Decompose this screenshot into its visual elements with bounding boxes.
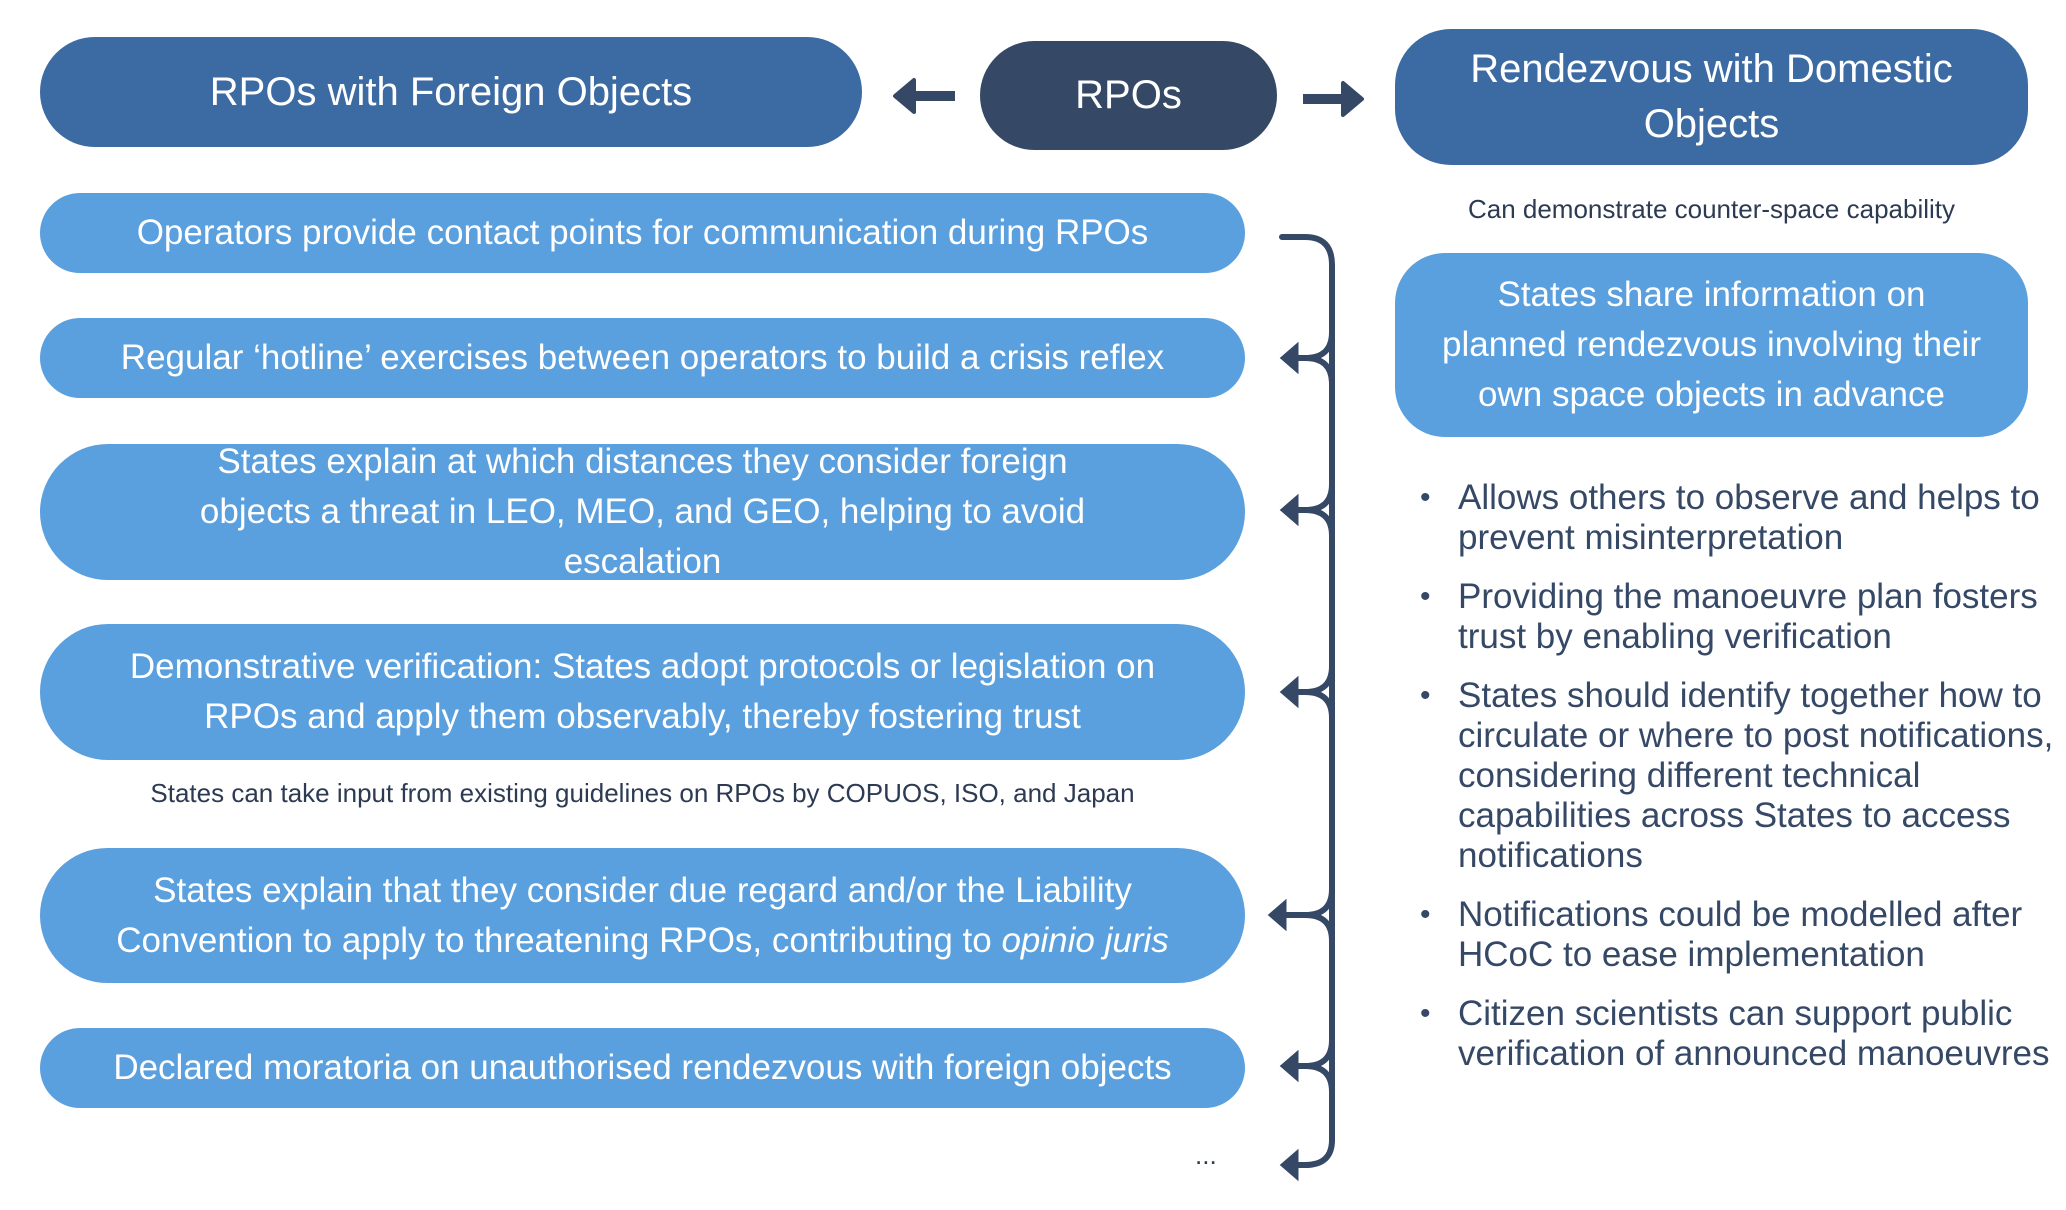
arrow-tip-icon bbox=[1302, 689, 1335, 721]
left-item-text: Operators provide contact points for com… bbox=[136, 213, 1149, 252]
left-item-text: States explain that they consider due re… bbox=[100, 866, 1185, 966]
bullet-text: Citizen scientists can support public ve… bbox=[1458, 994, 2050, 1073]
header-rpos-label: RPOs bbox=[1075, 73, 1182, 117]
left-item-threat-distances: States explain at which distances they c… bbox=[40, 442, 1245, 581]
bullet-item: • Providing the manoeuvre plan fosters tr… bbox=[1418, 577, 2058, 657]
left-item-text-italic: opinio juris bbox=[1001, 920, 1169, 960]
left-item-text: Declared moratoria on unauthorised rende… bbox=[113, 1048, 1172, 1087]
arrow-tip-icon bbox=[1279, 341, 1299, 375]
right-item-share-information: States share information on planned rend… bbox=[1395, 253, 2028, 437]
left-item-text: Demonstrative verification: States adopt… bbox=[129, 647, 1156, 736]
arrow-tip-icon bbox=[1279, 675, 1299, 709]
bullet-icon: • bbox=[1420, 481, 1431, 514]
header-domestic-objects-label: Rendezvous with Domestic Objects bbox=[1470, 47, 1953, 146]
arrow-right-icon bbox=[1303, 81, 1364, 117]
left-caption-guidelines: States can take input from existing guid… bbox=[150, 778, 1135, 808]
bullet-icon: • bbox=[1420, 580, 1431, 613]
header-domestic-objects: Rendezvous with Domestic Objects bbox=[1395, 29, 2028, 165]
bullet-text: Allows others to observe and helps to pr… bbox=[1458, 478, 2040, 557]
bullet-text: States should identify together how to c… bbox=[1458, 676, 2054, 875]
arrow-tip-icon bbox=[1302, 355, 1335, 387]
header-foreign-objects-label: RPOs with Foreign Objects bbox=[209, 69, 693, 114]
arrow-tip-icon bbox=[1302, 912, 1335, 944]
bullet-item: • Citizen scientists can support public v… bbox=[1418, 994, 2058, 1074]
arrow-tip-icon bbox=[1267, 898, 1287, 932]
bullet-icon: • bbox=[1420, 997, 1431, 1030]
bullet-item: • Notifications could be modelled after H… bbox=[1418, 895, 2058, 975]
left-item-liability-convention: States explain that they consider due re… bbox=[40, 848, 1245, 983]
left-item-text-main: States explain that they consider due re… bbox=[116, 870, 1132, 960]
bullet-item: • Allows others to observe and helps to p… bbox=[1418, 478, 2058, 558]
left-item-text: States explain at which distances they c… bbox=[199, 442, 1086, 581]
bullet-text: Notifications could be modelled after HC… bbox=[1458, 895, 2023, 974]
left-item-moratoria: Declared moratoria on unauthorised rende… bbox=[40, 1028, 1245, 1108]
arrow-tip-icon bbox=[1279, 886, 1335, 918]
arrow-tip-icon bbox=[1279, 1148, 1299, 1182]
bullet-icon: • bbox=[1420, 679, 1431, 712]
bracket-arrowheads bbox=[1267, 329, 1335, 1182]
header-rpos: RPOs bbox=[980, 41, 1277, 150]
left-item-hotline-exercises: Regular ‘hotline’ exercises between oper… bbox=[40, 318, 1245, 398]
arrow-left-icon bbox=[893, 78, 955, 114]
right-item-text: States share information on planned rend… bbox=[1442, 275, 1981, 414]
arrow-tip-icon bbox=[1302, 1063, 1335, 1095]
header-foreign-objects: RPOs with Foreign Objects bbox=[40, 37, 862, 147]
left-item-demonstrative-verification: Demonstrative verification: States adopt… bbox=[40, 624, 1245, 760]
arrow-tip-icon bbox=[1279, 493, 1299, 527]
bullet-item: • States should identify together how to … bbox=[1418, 676, 2058, 876]
bullet-icon: • bbox=[1420, 898, 1431, 931]
arrow-tip-icon bbox=[1279, 1049, 1299, 1083]
right-caption-counter-space: Can demonstrate counter-space capability bbox=[1467, 194, 1956, 224]
left-item-text: Regular ‘hotline’ exercises between oper… bbox=[120, 338, 1165, 377]
bullet-text: Providing the manoeuvre plan fosters tru… bbox=[1458, 577, 2038, 656]
bracket-connector-icon bbox=[1279, 234, 1335, 1168]
arrow-tip-icon bbox=[1302, 507, 1335, 539]
right-bullet-list: • Allows others to observe and helps to p… bbox=[1418, 478, 2058, 1093]
more-ellipsis: ... bbox=[1195, 1140, 1217, 1170]
left-item-contact-points: Operators provide contact points for com… bbox=[40, 193, 1245, 273]
